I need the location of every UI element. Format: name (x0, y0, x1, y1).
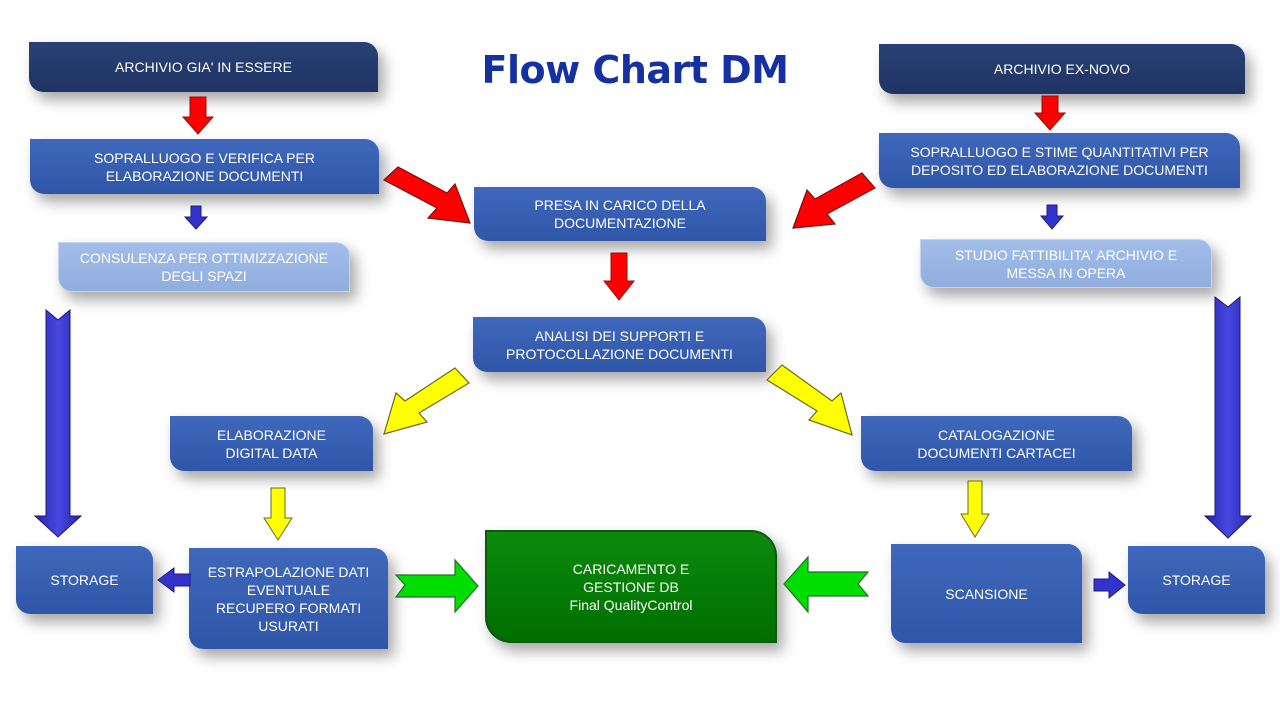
yellow-arrow-down-right (960, 480, 990, 538)
blue-arrow-to-storage-left (157, 567, 191, 593)
green-arrow-right (394, 558, 479, 614)
red-arrow-down-right (1033, 95, 1067, 131)
blue-arrow-small-right (1039, 204, 1065, 230)
red-arrow-diagonal-left (382, 166, 471, 224)
node-analisi-supporti: ANALISI DEI SUPPORTI E PROTOCOLLAZIONE D… (473, 317, 766, 372)
blue-arrow-to-storage-right (1093, 570, 1126, 600)
node-scansione: SCANSIONE (891, 544, 1082, 643)
page-title: Flow Chart DM (481, 48, 790, 92)
node-catalogazione: CATALOGAZIONE DOCUMENTI CARTACEI (861, 416, 1132, 471)
node-sopralluogo-stime: SOPRALLUOGO E STIME QUANTITATIVI PER DEP… (879, 133, 1240, 188)
node-archivio-ex-novo: ARCHIVIO EX-NOVO (879, 44, 1245, 94)
yellow-arrow-down-left (263, 487, 293, 541)
node-sopralluogo-verifica: SOPRALLUOGO E VERIFICA PER ELABORAZIONE … (30, 139, 379, 194)
red-arrow-down-left (181, 96, 215, 135)
node-caricamento: CARICAMENTO E GESTIONE DB Final QualityC… (485, 530, 777, 643)
blue-arrow-long-left (33, 308, 83, 538)
yellow-arrow-diagonal-left (383, 367, 470, 435)
node-presa-in-carico: PRESA IN CARICO DELLA DOCUMENTAZIONE (474, 187, 766, 241)
node-elaborazione-digital: ELABORAZIONE DIGITAL DATA (170, 416, 373, 471)
node-consulenza: CONSULENZA PER OTTIMIZZAZIONE DEGLI SPAZ… (58, 242, 350, 292)
node-estrapolazione: ESTRAPOLAZIONE DATI EVENTUALE RECUPERO F… (189, 548, 388, 649)
blue-arrow-small-left (183, 205, 209, 230)
blue-arrow-long-right (1203, 295, 1253, 539)
node-storage-left: STORAGE (16, 546, 153, 614)
green-arrow-left (783, 555, 870, 614)
node-archivio-esistente: ARCHIVIO GIA' IN ESSERE (29, 42, 378, 92)
node-studio-fattibilita: STUDIO FATTIBILITA' ARCHIVIO E MESSA IN … (920, 239, 1212, 288)
red-arrow-down-center (602, 252, 636, 301)
node-storage-right: STORAGE (1128, 546, 1265, 614)
yellow-arrow-diagonal-right (766, 364, 853, 436)
red-arrow-diagonal-right (792, 172, 876, 229)
